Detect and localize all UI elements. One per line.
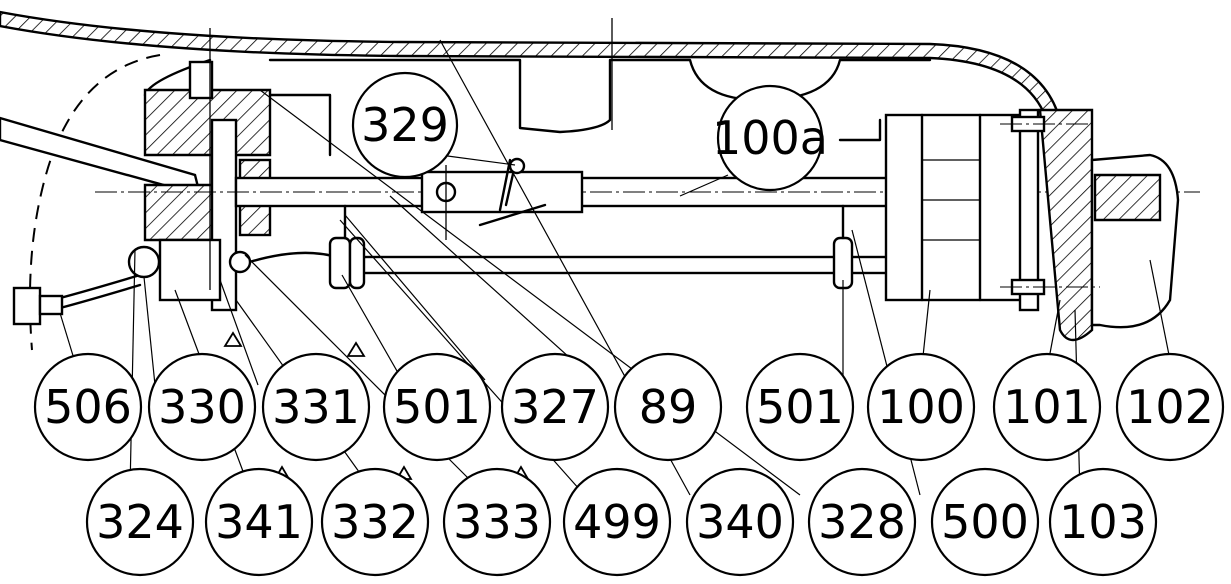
label-500: 500 — [941, 495, 1029, 549]
label-501-left: 501 — [393, 380, 481, 434]
left-bracket — [143, 60, 272, 242]
pin-331 — [228, 250, 252, 274]
dashed-outer-contour — [28, 54, 161, 351]
inner-housing-lower — [268, 93, 882, 157]
label-row-2: 324 341 332 333 499 340 328 500 103 — [85, 467, 1158, 577]
label-bubble-100a: 100a — [712, 84, 828, 192]
label-324: 324 — [96, 495, 184, 549]
label-103: 103 — [1059, 495, 1147, 549]
label-501-right: 501 — [756, 380, 844, 434]
label-327: 327 — [511, 380, 599, 434]
label-332: 332 — [331, 495, 419, 549]
label-333: 333 — [453, 495, 541, 549]
label-101: 101 — [1003, 380, 1091, 434]
nut-330 — [127, 245, 161, 279]
label-499: 499 — [573, 495, 661, 549]
screw-top — [188, 60, 214, 100]
label-330: 330 — [158, 380, 246, 434]
label-340: 340 — [696, 495, 784, 549]
lower-bracket-block — [143, 183, 217, 242]
right-end-cap — [1000, 108, 1180, 342]
left-bolt-shank — [38, 294, 64, 316]
label-341: 341 — [215, 495, 303, 549]
label-331: 331 — [272, 380, 360, 434]
upper-bracket-block — [143, 88, 272, 157]
label-328: 328 — [818, 495, 906, 549]
label-89: 89 — [639, 380, 698, 434]
plate-lower-block — [158, 238, 222, 302]
cap-insert — [1093, 173, 1162, 222]
label-bubble-329: 329 — [351, 71, 459, 179]
label-100: 100 — [877, 380, 965, 434]
rollers — [328, 204, 854, 290]
shaft-coupling — [420, 157, 584, 227]
left-bolt-head — [12, 286, 42, 326]
label-row-1: 506 330 331 501 327 89 501 100 101 102 — [33, 352, 1225, 462]
label-329: 329 — [361, 98, 449, 152]
label-506: 506 — [44, 380, 132, 434]
block-100 — [884, 108, 1040, 312]
label-102: 102 — [1126, 380, 1214, 434]
label-100a: 100a — [712, 111, 828, 165]
lower-rod — [12, 245, 902, 326]
